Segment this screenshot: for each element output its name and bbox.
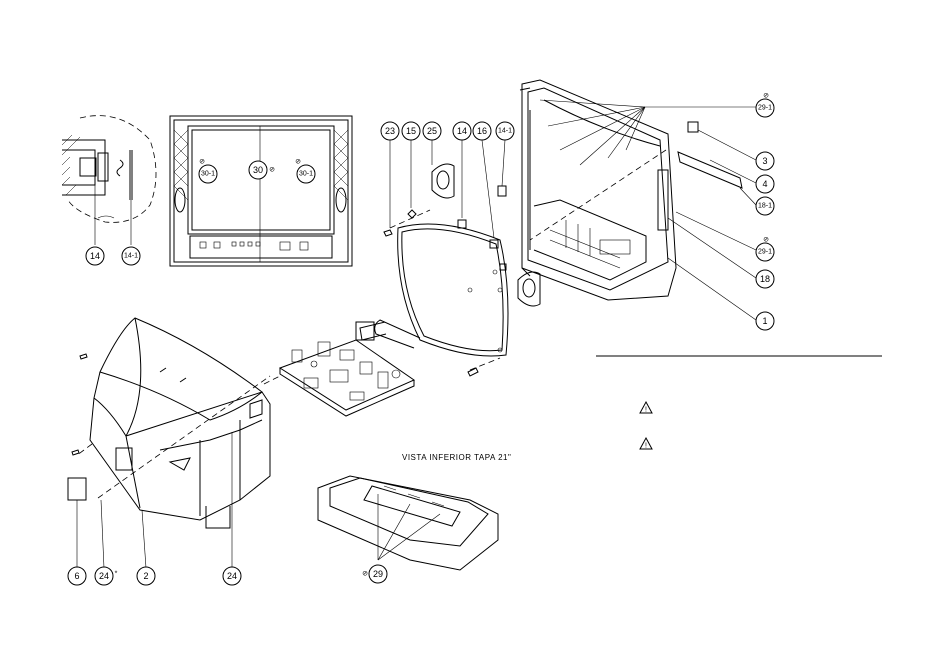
- callout-6: 6: [68, 567, 86, 585]
- bottom-cover-view: [318, 476, 498, 570]
- main-pcb: [264, 340, 414, 416]
- svg-text:25: 25: [427, 126, 437, 136]
- callout-30-1-right: 30-1: [297, 165, 315, 183]
- svg-text:29-1: 29-1: [758, 105, 772, 112]
- svg-text:⊘: ⊘: [362, 571, 368, 578]
- svg-text:3: 3: [762, 156, 767, 166]
- front-cabinet-view: [170, 116, 352, 266]
- svg-text:24: 24: [99, 571, 109, 581]
- picture-tube: [356, 210, 508, 370]
- callout-30-1-left: 30-1: [199, 165, 217, 183]
- rear-cabinet: [520, 80, 676, 300]
- callout-24-right: 24: [223, 567, 241, 585]
- svg-text:24: 24: [227, 571, 237, 581]
- svg-text:30: 30: [253, 165, 263, 175]
- callout-1: 1: [756, 312, 774, 330]
- svg-text:1: 1: [762, 316, 767, 326]
- svg-text:2: 2: [143, 571, 148, 581]
- warning-icon-2: !: [640, 438, 652, 450]
- warning-icon-1: !: [640, 402, 652, 414]
- callout-18: 18: [756, 270, 774, 288]
- svg-text:!: !: [645, 407, 647, 414]
- front-cabinet-3d: [68, 318, 270, 568]
- svg-text:4: 4: [762, 179, 767, 189]
- svg-text:*: *: [115, 571, 118, 578]
- svg-text:14: 14: [90, 251, 100, 261]
- svg-text:⊘: ⊘: [763, 93, 769, 100]
- callout-29-bottom: 29: [369, 565, 387, 583]
- svg-text:14-1: 14-1: [498, 128, 512, 135]
- svg-text:30-1: 30-1: [299, 171, 313, 178]
- callout-4: 4: [756, 175, 774, 193]
- svg-text:30-1: 30-1: [201, 171, 215, 178]
- svg-text:⊘: ⊘: [269, 167, 275, 174]
- callout-24-left: 24: [95, 567, 113, 585]
- callout-18-1: 18-1: [756, 197, 774, 215]
- svg-text:16: 16: [477, 126, 487, 136]
- svg-text:14-1: 14-1: [124, 253, 138, 260]
- callout-14-1-left: 14-1: [122, 247, 140, 265]
- callout-29-1-mid: 29-1: [756, 243, 774, 261]
- svg-text:23: 23: [385, 126, 395, 136]
- leader-lines-29-1: [540, 100, 756, 165]
- svg-text:⊘: ⊘: [295, 159, 301, 166]
- screws-and-brackets: [384, 140, 540, 376]
- svg-text:⊘: ⊘: [199, 159, 205, 166]
- callout-15: 15: [402, 122, 420, 140]
- callout-14-left: 14: [86, 247, 104, 265]
- detail-view-circle: [62, 116, 156, 245]
- view-title: VISTA INFERIOR TAPA 21": [402, 453, 511, 462]
- callout-23: 23: [381, 122, 399, 140]
- callout-3: 3: [756, 152, 774, 170]
- svg-text:18-1: 18-1: [758, 203, 772, 210]
- callout-14-1-mid: 14-1: [496, 122, 514, 140]
- svg-text:15: 15: [406, 126, 416, 136]
- svg-text:⊘: ⊘: [763, 237, 769, 244]
- svg-text:14: 14: [457, 126, 467, 136]
- svg-text:29-1: 29-1: [758, 249, 772, 256]
- rear-small-parts: [530, 122, 756, 320]
- svg-text:29: 29: [373, 569, 383, 579]
- callout-30: 30: [249, 161, 267, 179]
- svg-text:6: 6: [74, 571, 79, 581]
- svg-text:!: !: [645, 443, 647, 450]
- callout-25: 25: [423, 122, 441, 140]
- svg-text:18: 18: [760, 274, 770, 284]
- callout-2: 2: [137, 567, 155, 585]
- callout-14-mid: 14: [453, 122, 471, 140]
- callout-29-1-top: 29-1: [756, 99, 774, 117]
- callout-16: 16: [473, 122, 491, 140]
